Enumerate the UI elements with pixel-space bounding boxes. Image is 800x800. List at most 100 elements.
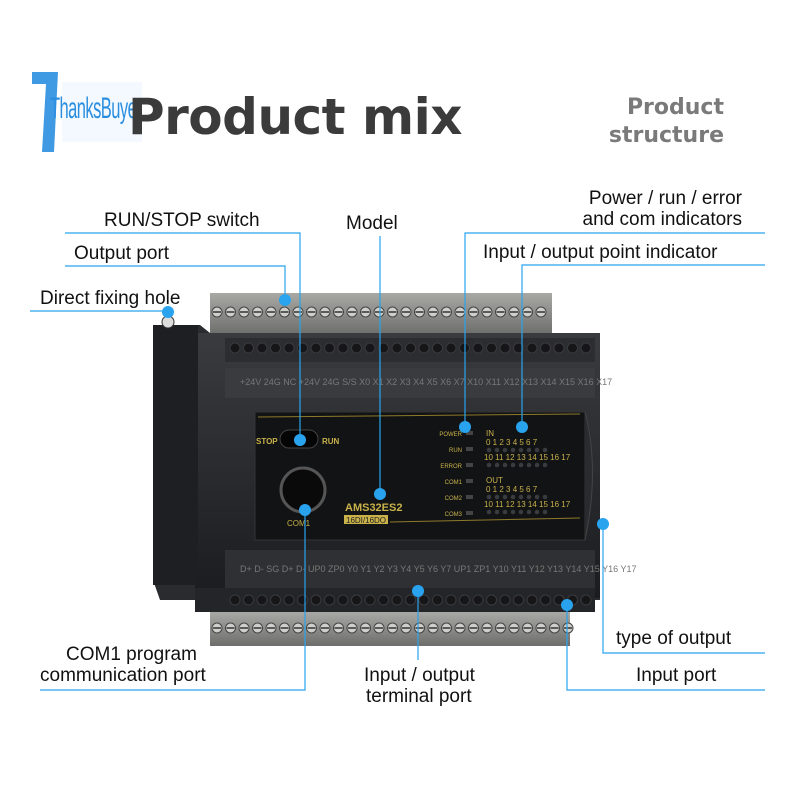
callout-direct-fixing-hole: Direct fixing hole [40,288,181,309]
io-led [494,462,500,468]
terminal-hole [337,342,349,354]
terminal-hole [513,594,524,606]
io-led [526,447,532,453]
subtitle-line2: structure [608,123,724,148]
io-led [502,494,508,500]
terminal-hole [567,342,578,354]
out-row2: 10 11 12 13 14 15 16 17 [484,500,571,509]
io-led [518,509,524,515]
terminal-hole [513,342,524,354]
callout-model: Model [346,213,398,234]
terminal-hole [243,594,254,606]
terminal-hole [499,594,511,606]
status-led-label: POWER [439,432,462,438]
model-label: AMS32ES2 [345,502,402,514]
terminal-hole [432,594,443,606]
terminal-hole [337,594,349,606]
io-led [502,509,508,515]
terminal-hole [297,594,308,606]
terminal-hole [310,594,322,606]
callout-type-of-output: type of output [616,628,732,649]
status-led [466,495,473,499]
terminal-hole [378,342,389,354]
status-led [466,511,473,515]
io-led [534,447,540,453]
terminal-hole [445,594,457,606]
io-spec-label: 16DI/16DO [346,516,386,525]
terminal-hole [580,594,592,606]
status-led [466,479,473,483]
terminal-hole [256,594,268,606]
status-led-label: RUN [449,448,462,454]
subtitle-line1: Product [626,95,724,120]
terminal-hole [351,342,362,354]
callout-dots [162,294,609,611]
terminal-hole [472,594,484,606]
terminal-hole [459,594,470,606]
io-led [510,494,516,500]
terminal-hole [445,342,457,354]
terminal-hole [283,342,295,354]
io-led [502,462,508,468]
out-label: OUT [486,476,503,485]
terminal-hole [256,342,268,354]
terminal-hole [324,342,335,354]
status-led-label: COM1 [445,480,463,486]
terminal-hole [418,342,430,354]
status-led-label: COM3 [445,512,463,518]
callout-io-terminal-line1: Input / output [364,665,475,686]
callout-com1-line2: communication port [40,665,206,686]
terminal-hole [580,342,592,354]
io-led [542,447,548,453]
in-row2: 10 11 12 13 14 15 16 17 [484,453,571,462]
terminal-hole [310,342,322,354]
switch-run-label: RUN [322,437,340,446]
status-led-label: COM2 [445,496,463,502]
callout-indicators-line1: Power / run / error [588,188,742,209]
status-led-label: ERROR [440,464,462,470]
terminal-hole [297,342,308,354]
status-led [466,431,473,435]
terminal-hole [526,594,538,606]
terminal-hole [540,342,551,354]
in-label: IN [486,429,494,438]
callout-lines [30,232,765,691]
io-led [510,509,516,515]
terminal-hole [472,342,484,354]
io-led [518,447,524,453]
callout-output-port: Output port [74,243,170,264]
io-led [486,462,492,468]
terminal-hole [229,594,241,606]
terminal-hole [418,594,430,606]
bottom-terminal-labels: D+ D- SG D+ D- UP0 ZP0 Y0 Y1 Y2 Y3 Y4 Y5… [240,564,636,574]
io-led [494,494,500,500]
io-led [502,447,508,453]
io-led [534,462,540,468]
terminal-hole [324,594,335,606]
terminal-hole [364,594,376,606]
io-led [542,509,548,515]
io-led [534,509,540,515]
io-led [526,509,532,515]
io-led [486,447,492,453]
terminal-hole [526,342,538,354]
terminal-hole [540,594,551,606]
callout-io-terminal-line2: terminal port [366,686,472,707]
callout-indicators-line2: and com indicators [582,209,742,230]
terminal-hole [229,342,241,354]
terminal-hole [553,342,565,354]
io-led [542,494,548,500]
terminal-hole [499,342,511,354]
top-terminal-labels: +24V 24G NC +24V 24G S/S X0 X1 X2 X3 X4 … [240,377,612,387]
com1-label: COM1 [287,519,311,528]
io-led [510,447,516,453]
terminal-hole [283,594,295,606]
io-led [486,509,492,515]
callout-com1-line1: COM1 program [66,644,197,665]
page-title: Product mix [128,88,462,146]
brand-logo [32,72,147,152]
logo-text: ThanksBuyer [50,92,142,125]
terminal-hole [270,594,281,606]
status-led [466,463,473,467]
